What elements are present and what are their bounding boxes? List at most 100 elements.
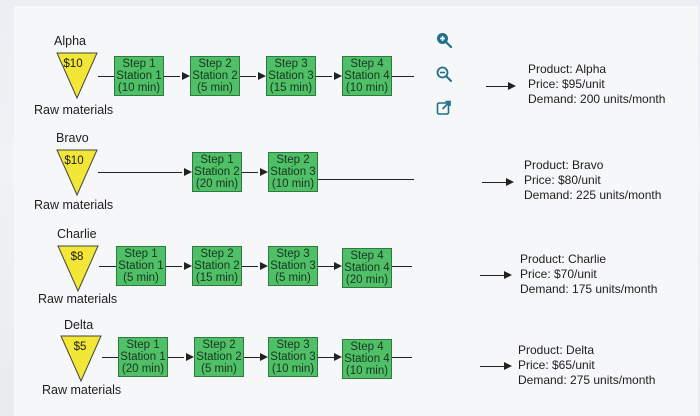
step-label: Step 1: [200, 154, 234, 166]
step-label: Step 2: [200, 248, 234, 260]
time-label: (10 min): [345, 365, 389, 377]
step-box[interactable]: Step 3 Station 3 (10 min): [268, 337, 318, 377]
arrow-head: [260, 168, 268, 176]
product-title: Product: Charlie: [520, 252, 607, 266]
time-label: (20 min): [345, 274, 389, 286]
product-demand: Demand: 200 units/month: [528, 92, 666, 106]
step-box[interactable]: Step 3 Station 3 (15 min): [266, 56, 316, 96]
station-label: Station 2: [194, 260, 240, 272]
output-arrow-head: [504, 271, 512, 279]
step-box[interactable]: Step 1 Station 2 (20 min): [192, 152, 242, 192]
product-title: Product: Alpha: [528, 62, 607, 76]
time-label: (15 min): [195, 272, 239, 284]
product-title: Product: Delta: [518, 343, 595, 357]
step-label: Step 4: [350, 250, 384, 262]
raw-material-price: $10: [64, 155, 83, 167]
station-label: Station 2: [196, 351, 242, 363]
step-label: Step 3: [274, 58, 308, 70]
product-title: Product: Bravo: [524, 158, 604, 172]
station-label: Station 3: [270, 351, 316, 363]
time-label: (20 min): [121, 363, 165, 375]
step-label: Step 3: [276, 339, 310, 351]
step-label: Step 2: [202, 339, 236, 351]
product-name: Alpha: [54, 34, 86, 48]
output-line: [482, 182, 506, 183]
connector-line: [166, 266, 182, 267]
time-label: (10 min): [117, 82, 161, 94]
product-info: Product: Delta Price: $65/unit Demand: 2…: [518, 343, 655, 388]
product-name: Delta: [64, 318, 94, 332]
product-demand: Demand: 175 units/month: [520, 282, 658, 296]
connector-line: [168, 357, 184, 358]
station-label: Station 4: [344, 70, 390, 82]
raw-material-price: $10: [63, 58, 82, 70]
step-box[interactable]: Step 4 Station 4 (10 min): [342, 56, 392, 96]
output-line: [480, 366, 504, 367]
arrow-head: [186, 353, 194, 361]
time-label: (10 min): [345, 82, 389, 94]
station-label: Station 1: [116, 70, 162, 82]
arrow-head: [184, 168, 192, 176]
step-box[interactable]: Step 1 Station 1 (5 min): [116, 246, 166, 286]
product-price: Price: $80/unit: [524, 173, 601, 187]
connector-line: [392, 266, 412, 267]
product-name: Bravo: [56, 131, 89, 145]
output-line: [480, 275, 504, 276]
raw-material-triangle: $5: [60, 335, 102, 383]
step-box[interactable]: Step 1 Station 1 (20 min): [118, 337, 168, 377]
station-label: Station 3: [270, 166, 316, 178]
connector-line: [318, 179, 414, 180]
zoom-in-icon[interactable]: [434, 30, 454, 50]
raw-material-price: $5: [74, 341, 87, 353]
output-arrow-head: [504, 362, 512, 370]
connector-line: [392, 76, 414, 77]
product-price: Price: $70/unit: [520, 267, 597, 281]
connector-line: [318, 266, 334, 267]
arrow-head: [260, 262, 268, 270]
station-label: Station 1: [120, 351, 166, 363]
connector-line: [244, 357, 260, 358]
product-info: Product: Alpha Price: $95/unit Demand: 2…: [528, 62, 665, 107]
step-box[interactable]: Step 2 Station 2 (5 min): [190, 56, 240, 96]
connector-line: [102, 357, 118, 358]
connector-line: [318, 357, 334, 358]
product-demand: Demand: 225 units/month: [524, 188, 662, 202]
arrow-head: [260, 353, 268, 361]
zoom-out-icon[interactable]: [434, 64, 454, 84]
raw-materials-label: Raw materials: [34, 103, 114, 117]
time-label: (10 min): [271, 178, 315, 190]
time-label: (20 min): [195, 178, 239, 190]
station-label: Station 4: [344, 262, 390, 274]
station-label: Station 4: [344, 353, 390, 365]
arrow-head: [334, 262, 342, 270]
connector-line: [316, 76, 332, 77]
product-price: Price: $95/unit: [528, 77, 605, 91]
open-external-icon[interactable]: [434, 98, 454, 118]
station-label: Station 3: [270, 260, 316, 272]
station-label: Station 3: [268, 70, 314, 82]
time-label: (5 min): [123, 272, 159, 284]
arrow-head: [184, 262, 192, 270]
connector-line: [242, 172, 258, 173]
product-name: Charlie: [57, 227, 97, 241]
step-box[interactable]: Step 1 Station 1 (10 min): [114, 56, 164, 96]
station-label: Station 2: [192, 70, 238, 82]
connector-line: [98, 76, 114, 77]
step-label: Step 4: [350, 58, 384, 70]
step-box[interactable]: Step 2 Station 2 (15 min): [192, 246, 242, 286]
step-box[interactable]: Step 4 Station 4 (20 min): [342, 248, 392, 288]
time-label: (5 min): [275, 272, 311, 284]
connector-line: [99, 266, 116, 267]
step-box[interactable]: Step 3 Station 3 (5 min): [268, 246, 318, 286]
step-box[interactable]: Step 2 Station 3 (10 min): [268, 152, 318, 192]
time-label: (5 min): [201, 363, 237, 375]
step-box[interactable]: Step 4 Station 4 (10 min): [342, 339, 392, 379]
step-label: Step 2: [276, 154, 310, 166]
output-arrow-head: [508, 82, 516, 90]
step-box[interactable]: Step 2 Station 2 (5 min): [194, 337, 244, 377]
product-demand: Demand: 275 units/month: [518, 373, 656, 387]
raw-material-triangle: $10: [56, 149, 98, 197]
connector-line: [242, 266, 258, 267]
product-info: Product: Charlie Price: $70/unit Demand:…: [520, 252, 657, 297]
connector-line: [164, 76, 180, 77]
